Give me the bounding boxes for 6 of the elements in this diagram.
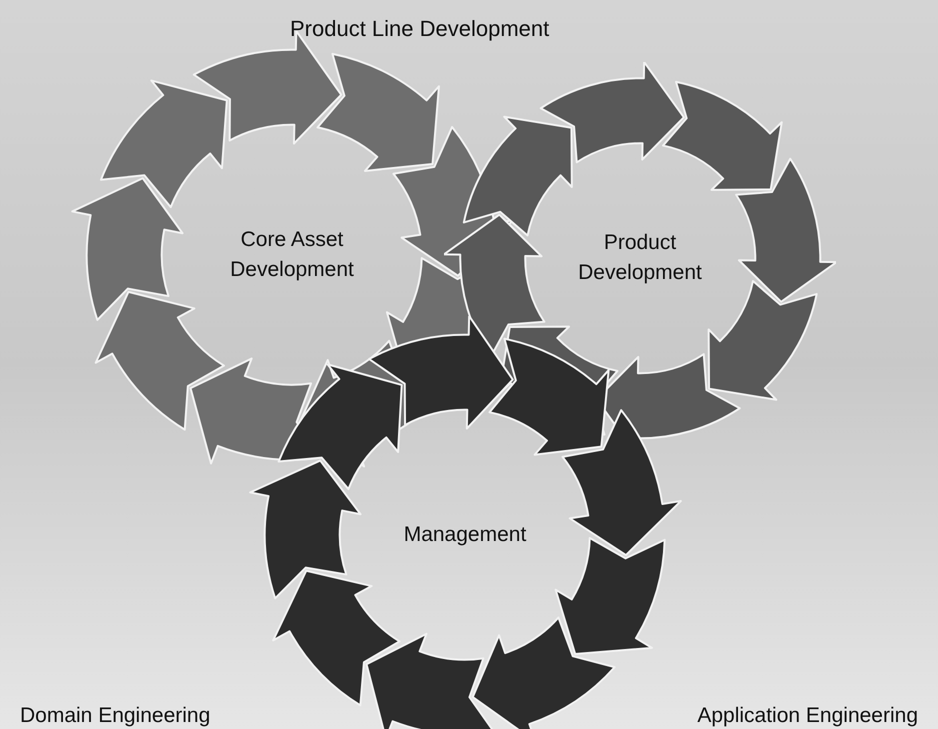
node-label: Product Development xyxy=(577,230,703,286)
node-label: Management xyxy=(402,522,528,548)
node-label: Core Asset Development xyxy=(229,227,355,283)
diagram-title: Product Line Development xyxy=(290,15,550,43)
group-label: Domain Engineering xyxy=(20,703,210,729)
group-label: Application Engineering xyxy=(697,703,918,729)
